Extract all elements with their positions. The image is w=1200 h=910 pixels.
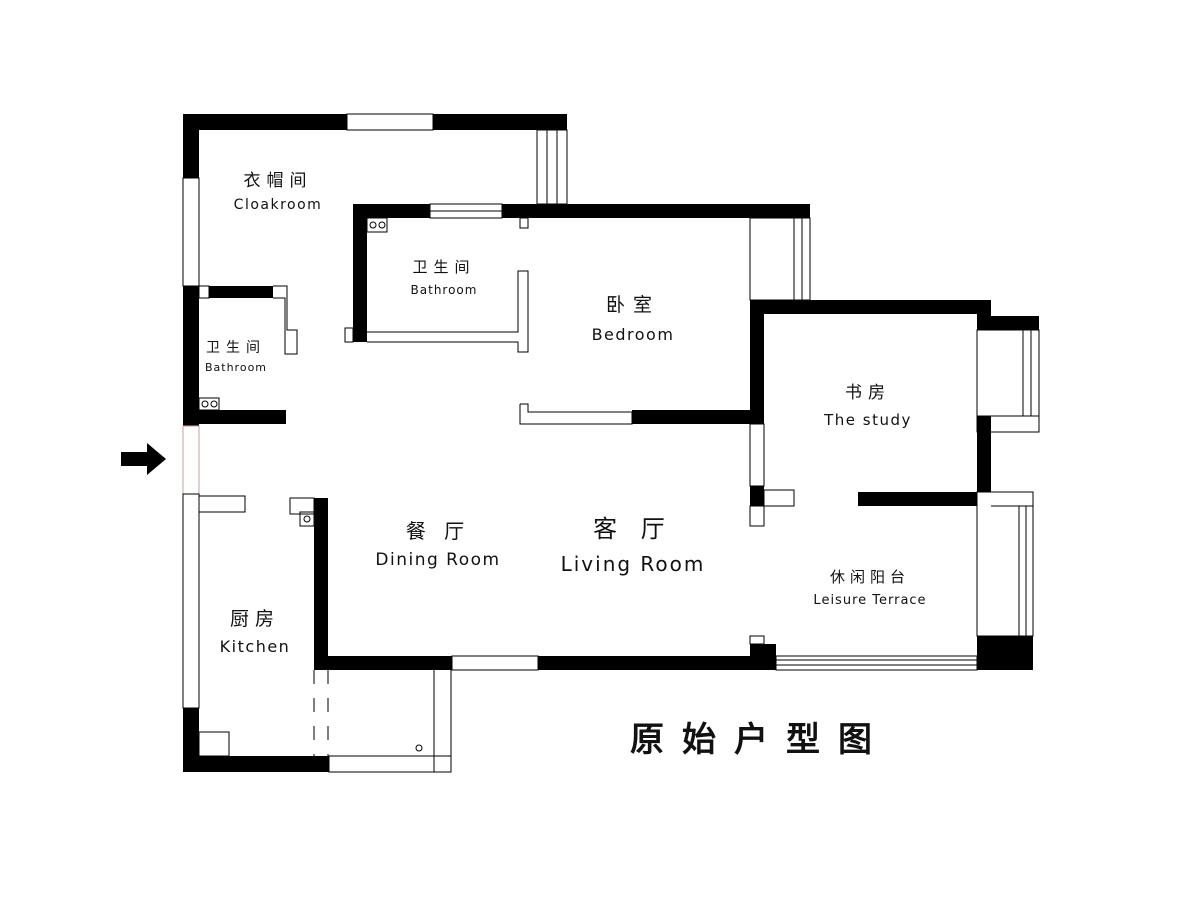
window: [328, 755, 452, 773]
room-name-en: Kitchen: [219, 637, 291, 656]
room-bathroom-upper: 卫生间 Bathroom: [411, 256, 478, 297]
room-name-zh: 书房: [845, 383, 891, 403]
room-name-zh: 卧室: [605, 294, 660, 316]
window: [749, 217, 811, 301]
window: [346, 113, 434, 131]
room-study: 书房 The study: [824, 378, 912, 429]
room-name-en: Living Room: [560, 552, 706, 576]
wall: [977, 416, 991, 506]
partition: [519, 403, 633, 425]
room-cloakroom: 衣帽间 Cloakroom: [234, 166, 323, 213]
fixture: [519, 217, 529, 229]
room-name-zh: 餐 厅: [405, 519, 471, 543]
wall: [353, 204, 430, 218]
window: [976, 329, 1040, 417]
wall: [502, 204, 810, 218]
wall: [750, 300, 990, 314]
wall: [977, 636, 1033, 670]
fixture: [198, 285, 210, 299]
window: [976, 491, 1034, 637]
fixture: [198, 495, 246, 513]
fixture: [749, 635, 765, 645]
fixture: [198, 731, 230, 757]
wall: [314, 498, 328, 670]
entrance-door: [182, 425, 200, 495]
room-name-zh: 衣帽间: [243, 171, 313, 191]
wall: [433, 114, 567, 130]
room-name-en: Dining Room: [375, 550, 501, 570]
room-name-zh: 厨房: [229, 608, 281, 630]
wall: [750, 644, 776, 670]
room-name-en: Leisure Terrace: [813, 593, 927, 608]
fixture: [273, 285, 298, 355]
room-name-en: The study: [824, 411, 912, 429]
fixture: [749, 505, 765, 527]
fixture: [344, 327, 354, 343]
wall: [183, 286, 199, 426]
plan-title: 原始户型图: [630, 720, 890, 760]
arrow-right-icon: [121, 443, 166, 475]
wall: [183, 114, 347, 130]
room-bathroom-lower: 卫生间 Bathroom: [205, 337, 267, 374]
wall: [750, 300, 764, 424]
room-living: 客 厅 Living Room: [561, 509, 706, 576]
window: [182, 177, 200, 287]
room-name-zh: 休闲阳台: [829, 568, 911, 586]
fixture: [763, 489, 795, 507]
wall: [314, 656, 452, 670]
wall: [183, 756, 329, 772]
wall: [209, 286, 273, 298]
partition: [367, 270, 529, 353]
room-name-en: Bathroom: [204, 361, 268, 374]
room-name-zh: 卫生间: [206, 340, 266, 356]
window: [775, 655, 978, 671]
wall: [977, 316, 1039, 330]
wall: [353, 204, 367, 342]
room-kitchen: 厨房 Kitchen: [220, 604, 291, 656]
room-dining: 餐 厅 Dining Room: [375, 515, 500, 570]
window: [536, 129, 568, 205]
room-name-en: Bedroom: [591, 325, 675, 344]
window: [182, 493, 200, 709]
room-name-zh: 客 厅: [593, 515, 673, 543]
room-terrace: 休闲阳台 Leisure Terrace: [813, 566, 926, 608]
wall: [538, 656, 776, 670]
window: [451, 655, 539, 671]
room-name-zh: 卫生间: [412, 258, 476, 276]
fixture: [749, 423, 765, 487]
room-name-en: Cloakroom: [233, 197, 323, 213]
room-bedroom: 卧室 Bedroom: [592, 290, 675, 344]
fixture: [415, 744, 423, 752]
wall: [858, 492, 991, 506]
wall: [750, 486, 764, 506]
room-name-en: Bathroom: [410, 283, 478, 297]
wall: [632, 410, 764, 424]
wall: [199, 410, 286, 424]
